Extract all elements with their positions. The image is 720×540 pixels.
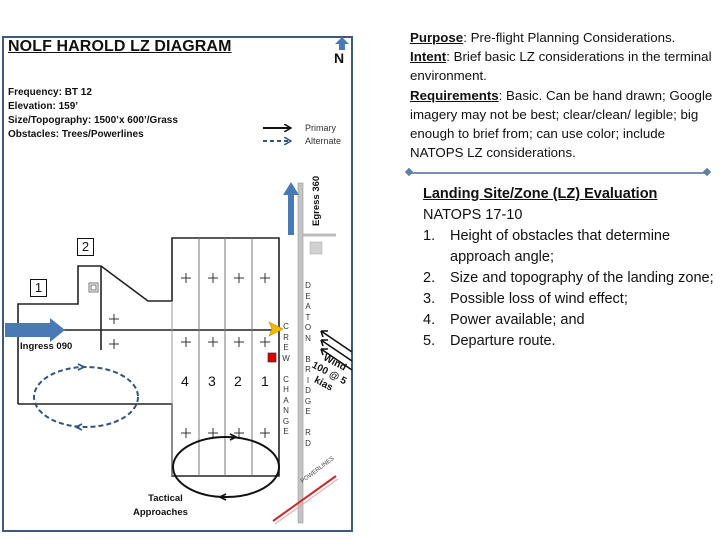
intent-line: Intent: Brief basic LZ considerations in… (410, 49, 712, 84)
list-item: 4.Power available; and (423, 312, 585, 328)
legend-alternate-label: Alternate (305, 136, 342, 146)
lz-diagram-panel (2, 36, 353, 532)
purpose-block: Purpose: Pre-flight Planning Considerati… (410, 28, 716, 162)
lz-number-1: 1 (261, 373, 269, 389)
evaluation-heading: Landing Site/Zone (LZ) Evaluation (423, 186, 658, 202)
lz-info: Frequency: BT 12 Elevation: 159’ Size/To… (8, 86, 178, 142)
site-label-1: 1 (30, 279, 47, 297)
info-elevation: Elevation: 159’ (8, 101, 79, 112)
info-obstacles: Obstacles: Trees/Powerlines (8, 129, 144, 140)
ingress-label: Ingress 090 (20, 341, 73, 352)
north-arrow-icon (335, 37, 349, 50)
north-label: N (334, 50, 345, 66)
list-item: 1.Height of obstacles that determine app… (423, 228, 671, 265)
info-frequency: Frequency: BT 12 (8, 87, 92, 98)
list-item: 2.Size and topography of the landing zon… (423, 270, 714, 286)
ingress-arrow-icon (5, 318, 65, 342)
wind-arrows-icon (320, 330, 353, 371)
alternate-pattern-icon (33, 363, 139, 431)
lz-column-dividers (171, 238, 253, 476)
lz-number-4: 4 (181, 373, 189, 389)
windsock-flag-icon (268, 321, 284, 337)
diagram-title: NOLF HAROLD LZ DIAGRAM (8, 38, 232, 55)
evaluation-subheading: NATOPS 17-10 (423, 207, 523, 223)
list-item: 3.Possible loss of wind effect; (423, 291, 628, 307)
lz-number-3: 3 (208, 373, 216, 389)
purpose-line: Purpose: Pre-flight Planning Considerati… (410, 30, 676, 45)
lz-number-2: 2 (234, 373, 242, 389)
lz-evaluation: Landing Site/Zone (LZ) Evaluation NATOPS… (423, 184, 715, 352)
road-deaton-bridge (297, 182, 336, 524)
powerlines-icon (272, 475, 339, 525)
tactical-approaches-label: Tactical Approaches (133, 493, 188, 518)
legend-primary-label: Primary (305, 123, 336, 133)
egress-arrow-icon (283, 182, 299, 235)
evaluation-list: 1.Height of obstacles that determine app… (423, 226, 715, 352)
site-label-2: 2 (77, 238, 94, 256)
requirements-line: Requirements: Basic. Can be hand drawn; … (410, 87, 713, 161)
red-marker-icon (267, 352, 277, 363)
list-item: 5.Departure route. (423, 333, 556, 349)
primary-pattern-icon (172, 433, 280, 501)
egress-label: Egress 360 (311, 175, 322, 226)
building-icon (309, 241, 323, 255)
lz-outline (17, 237, 280, 477)
landing-spot-marks (109, 273, 270, 438)
info-size-topography: Size/Topography: 1500’x 600’/Grass (8, 115, 178, 126)
structure-icon (88, 282, 99, 293)
section-divider (409, 172, 707, 174)
